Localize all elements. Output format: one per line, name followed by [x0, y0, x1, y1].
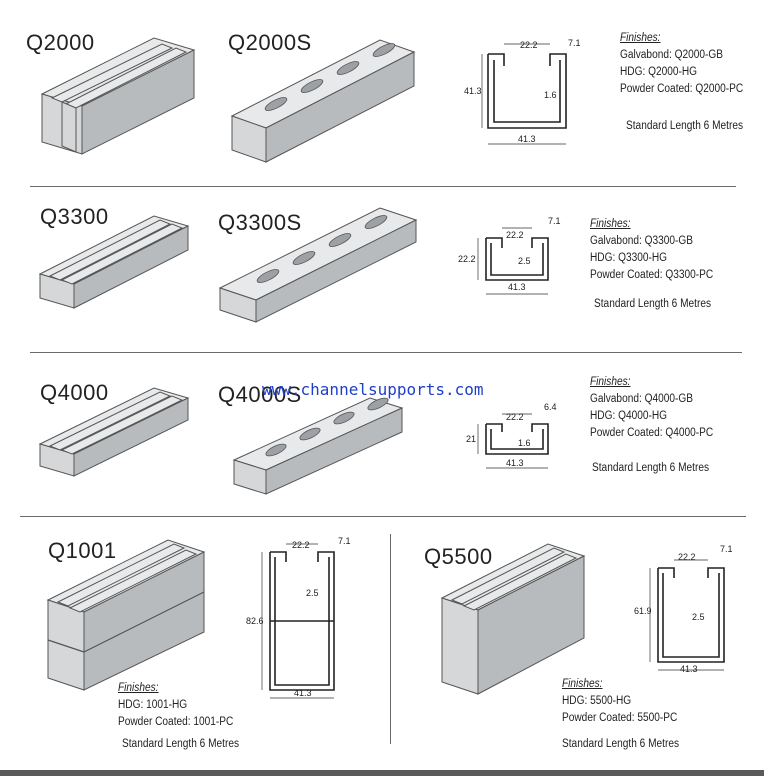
standard-length-q4000: Standard Length 6 Metres [592, 462, 710, 474]
model-label-q3300: Q3300 [40, 204, 109, 229]
profile-diagram-q5500: 22.2 7.1 61.9 2.5 41.3 [634, 544, 733, 674]
dim-base-q2000: 41.3 [518, 134, 536, 144]
finishes-block-q5500: Finishes: HDG: 5500-HG Powder Coated: 55… [562, 676, 677, 727]
finishes-block-q4000: Finishes: Galvabond: Q4000-GB HDG: Q4000… [590, 374, 713, 442]
standard-length-q3300: Standard Length 6 Metres [594, 298, 712, 310]
finish-item: Powder Coated: Q3300-PC [590, 269, 714, 281]
channel-image-q1001 [46, 539, 206, 691]
dim-base-q4000: 41.3 [506, 458, 524, 468]
section-divider [20, 516, 746, 517]
finish-item: Powder Coated: 1001-PC [118, 716, 234, 728]
finishes-block-q1001: Finishes: HDG: 1001-HG Powder Coated: 10… [118, 680, 233, 731]
channel-image-q4000s [232, 397, 404, 495]
finish-item: HDG: Q2000-HG [620, 66, 698, 78]
finish-item: Galvabond: Q4000-GB [590, 393, 693, 405]
standard-length-q1001: Standard Length 6 Metres [122, 738, 240, 750]
dim-base-q3300: 41.3 [508, 282, 526, 292]
finishes-header: Finishes: [118, 682, 159, 694]
finish-item: HDG: Q4000-HG [590, 410, 668, 422]
dim-height-q4000: 21 [466, 434, 476, 444]
dim-thickness-q5500: 2.5 [692, 612, 705, 622]
finishes-header: Finishes: [562, 678, 603, 690]
model-label-q1001: Q1001 [48, 538, 117, 563]
dim-height-q5500: 61.9 [634, 606, 652, 616]
dim-width-q5500: 22.2 [678, 552, 696, 562]
finish-item: HDG: 1001-HG [118, 699, 188, 711]
dim-thickness-q3300: 2.5 [518, 256, 531, 266]
finishes-block-q3300: Finishes: Galvabond: Q3300-GB HDG: Q3300… [590, 216, 713, 284]
dim-width-q2000: 22.2 [520, 40, 538, 50]
section-divider [30, 352, 742, 353]
finish-item: Powder Coated: Q4000-PC [590, 427, 714, 439]
dim-height-q2000: 41.3 [464, 86, 482, 96]
channel-image-q3300 [38, 215, 190, 309]
finish-item: Powder Coated: Q2000-PC [620, 83, 744, 95]
finishes-header: Finishes: [590, 218, 631, 230]
watermark-text: www.channelsupports.com [262, 380, 484, 399]
profile-diagram-q2000: 22.2 7.1 41.3 1.6 41.3 [464, 38, 581, 145]
finish-item: HDG: 5500-HG [562, 695, 632, 707]
dim-base-q5500: 41.3 [680, 664, 698, 674]
dim-lip-q5500: 7.1 [720, 544, 733, 554]
profile-diagram-q1001: 22.2 7.1 82.6 2.5 41.3 [246, 536, 351, 699]
channel-image-q4000 [38, 387, 190, 477]
channel-image-q5500 [440, 543, 586, 695]
dim-width-q1001: 22.2 [292, 540, 310, 550]
dim-lip-q2000: 7.1 [568, 38, 581, 48]
model-label-q4000: Q4000 [40, 380, 109, 405]
bottom-border [0, 770, 764, 776]
dim-height-q1001: 82.6 [246, 616, 264, 626]
dim-thickness-q1001: 2.5 [306, 588, 319, 598]
model-label-q2000: Q2000 [26, 30, 95, 55]
model-label-q2000s: Q2000S [228, 30, 312, 55]
model-label-q4000s: Q4000S [218, 382, 302, 407]
finish-item: Powder Coated: 5500-PC [562, 712, 678, 724]
dim-thickness-q4000: 1.6 [518, 438, 531, 448]
dim-width-q4000: 22.2 [506, 412, 524, 422]
section-divider [30, 186, 736, 187]
finish-item: Galvabond: Q2000-GB [620, 49, 723, 61]
column-divider [390, 534, 391, 744]
dim-base-q1001: 41.3 [294, 688, 312, 698]
finish-item: Galvabond: Q3300-GB [590, 235, 693, 247]
dim-lip-q4000: 6.4 [544, 402, 557, 412]
dim-width-q3300: 22.2 [506, 230, 524, 240]
finishes-header: Finishes: [590, 376, 631, 388]
standard-length-q5500: Standard Length 6 Metres [562, 738, 680, 750]
finishes-block-q2000: Finishes: Galvabond: Q2000-GB HDG: Q2000… [620, 30, 743, 98]
model-label-q3300s: Q3300S [218, 210, 302, 235]
profile-diagram-q3300: 22.2 7.1 22.2 2.5 41.3 [458, 216, 561, 295]
dim-lip-q1001: 7.1 [338, 536, 351, 546]
dim-thickness-q2000: 1.6 [544, 90, 557, 100]
standard-length-q2000: Standard Length 6 Metres [626, 120, 744, 132]
dim-height-q3300: 22.2 [458, 254, 476, 264]
dim-lip-q3300: 7.1 [548, 216, 561, 226]
finishes-header: Finishes: [620, 32, 661, 44]
channel-image-q2000 [40, 37, 196, 155]
finish-item: HDG: Q3300-HG [590, 252, 668, 264]
channel-image-q3300s [218, 207, 418, 323]
profile-diagram-q4000: 22.2 6.4 21 1.6 41.3 [466, 402, 557, 469]
model-label-q5500: Q5500 [424, 544, 493, 569]
channel-image-q2000s [230, 39, 416, 163]
